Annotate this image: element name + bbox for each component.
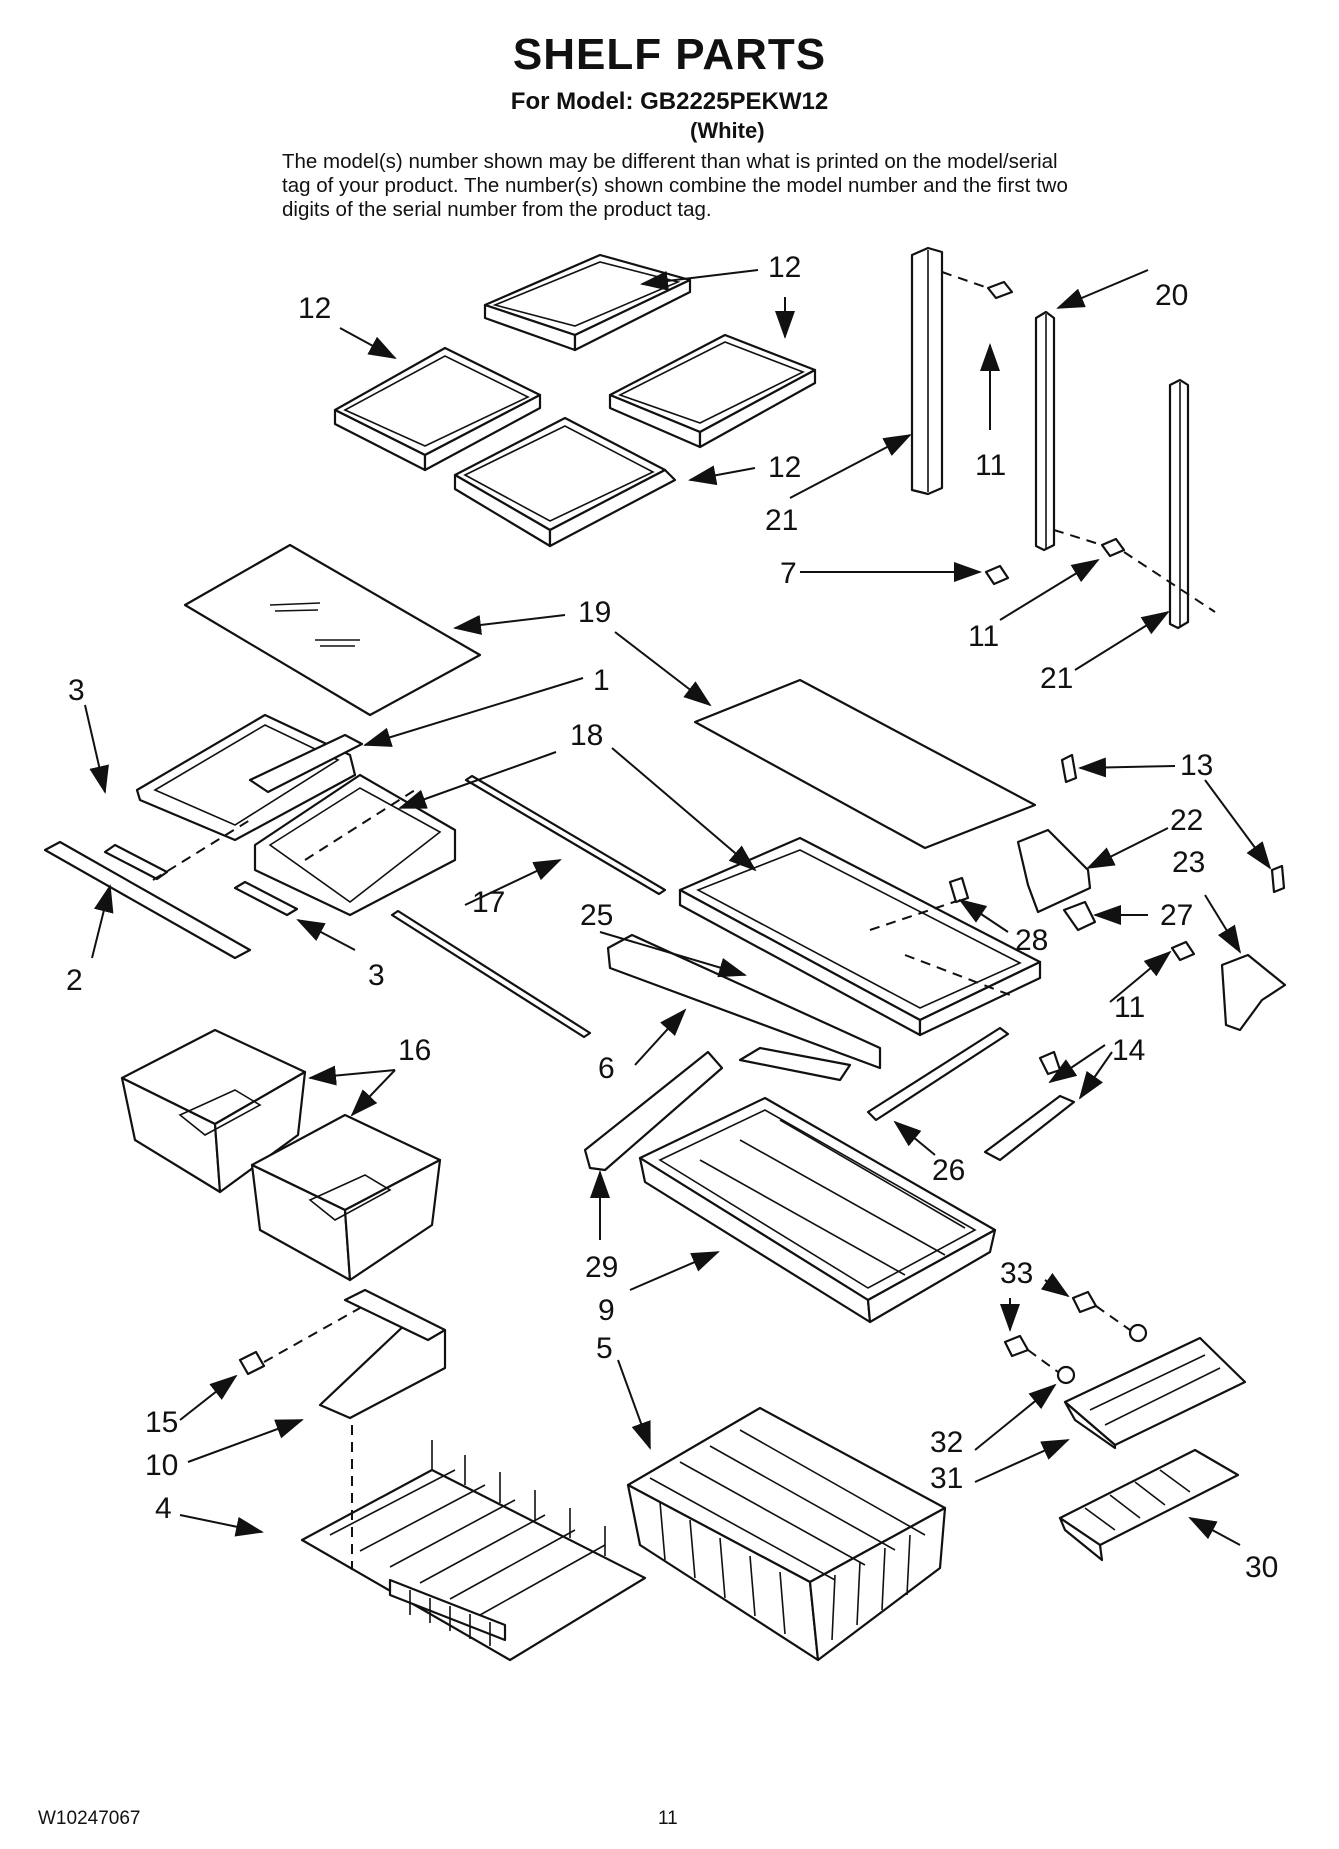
rod-17	[390, 909, 592, 1039]
callout-2: 2	[66, 964, 83, 997]
pantry-cover-25	[606, 933, 882, 1070]
shelf-rail-21-left	[910, 246, 944, 496]
callout-4: 4	[155, 1492, 172, 1525]
callout-19: 19	[578, 596, 611, 629]
callout-14: 14	[1112, 1034, 1145, 1067]
rail-screws	[941, 271, 1216, 613]
screw-15	[238, 1350, 266, 1376]
trim-strip-2	[43, 840, 252, 960]
bracket-10	[318, 1288, 447, 1420]
divider-3-top	[103, 843, 169, 881]
callout-28: 28	[1015, 924, 1048, 957]
clip-28	[948, 876, 970, 904]
pantry-frame-18	[678, 836, 1042, 1037]
crisper-drawer-16-right	[250, 1113, 442, 1282]
cantilever-shelf-12-left	[333, 346, 542, 472]
clip-27	[1062, 900, 1097, 932]
callout-9: 9	[598, 1294, 615, 1327]
screws-33	[1003, 1290, 1098, 1358]
wire-shelf-4	[300, 1440, 647, 1662]
callout-23: 23	[1172, 846, 1205, 879]
callout-13: 13	[1180, 749, 1213, 782]
callout-15: 15	[145, 1406, 178, 1439]
ice-tray-30	[1058, 1448, 1240, 1562]
callout-7: 7	[780, 557, 797, 590]
callout-29: 29	[585, 1251, 618, 1284]
callout-6: 6	[598, 1052, 615, 1085]
model-color: (White)	[690, 118, 765, 143]
callout-12: 12	[768, 251, 801, 284]
crisper-cover-frame-1	[135, 713, 364, 842]
callout-26: 26	[932, 1154, 965, 1187]
callout-18: 18	[570, 719, 603, 752]
model-note: The model(s) number shown may be differe…	[282, 150, 1068, 221]
handle-6	[738, 1046, 852, 1082]
crisper-drawer-16-left	[120, 1028, 307, 1194]
bracket-22	[1016, 828, 1092, 914]
cantilever-shelf-12-right	[608, 333, 817, 449]
callout-5: 5	[596, 1332, 613, 1365]
crisper-frame-18	[253, 773, 457, 917]
callout-30: 30	[1245, 1551, 1278, 1584]
page-title: SHELF PARTS	[512, 30, 827, 79]
callout-31: 31	[930, 1462, 963, 1495]
callout-16: 16	[398, 1034, 431, 1067]
callout-10: 10	[145, 1449, 178, 1482]
callout-22: 22	[1170, 804, 1203, 837]
arm-29	[583, 1050, 724, 1172]
callout-11: 11	[1114, 991, 1145, 1024]
callout-17: 17	[472, 886, 505, 919]
ice-tray-holder-31	[1063, 1336, 1247, 1450]
freezer-tray-9	[638, 1096, 997, 1324]
callout-3: 3	[68, 674, 85, 707]
shelf-rail-21-right	[1168, 378, 1190, 630]
rail-26	[866, 1026, 1010, 1122]
glass-shelf-19-left	[183, 543, 482, 717]
divider-3-bottom	[233, 880, 299, 917]
callout-11: 11	[968, 620, 999, 653]
cantilever-shelf-12-top	[483, 253, 692, 352]
callout-32: 32	[930, 1426, 963, 1459]
clip-13-top	[1060, 753, 1078, 784]
rail-14	[983, 1094, 1076, 1162]
callout-21: 21	[1040, 662, 1073, 695]
document-number: W10247067	[38, 1808, 141, 1829]
callout-25: 25	[580, 899, 613, 932]
callout-labels: 12 12 12 12 20 11 21 7 11 21 19 3 1 18 1…	[66, 251, 1278, 1584]
callout-33: 33	[1000, 1257, 1033, 1290]
callout-12: 12	[298, 292, 331, 325]
spacers-32	[1056, 1323, 1148, 1385]
callout-27: 27	[1160, 899, 1193, 932]
bracket-23	[1220, 953, 1287, 1032]
shelf-rail-20	[1034, 310, 1056, 552]
callout-21: 21	[765, 504, 798, 537]
callout-12: 12	[768, 451, 801, 484]
model-number: For Model: GB2225PEKW12	[510, 88, 829, 115]
callout-1: 1	[593, 664, 610, 697]
wire-basket-5	[626, 1406, 947, 1662]
callout-11: 11	[975, 449, 1006, 482]
glass-shelf-19-right	[693, 678, 1037, 850]
leader-lines	[84, 269, 1272, 1546]
callout-20: 20	[1155, 279, 1188, 312]
page-number: 11	[658, 1808, 678, 1829]
callout-3: 3	[368, 959, 385, 992]
rod-17-upper	[464, 774, 667, 896]
cantilever-shelf-12-bottom	[453, 416, 677, 548]
clip-13-right	[1270, 864, 1286, 894]
